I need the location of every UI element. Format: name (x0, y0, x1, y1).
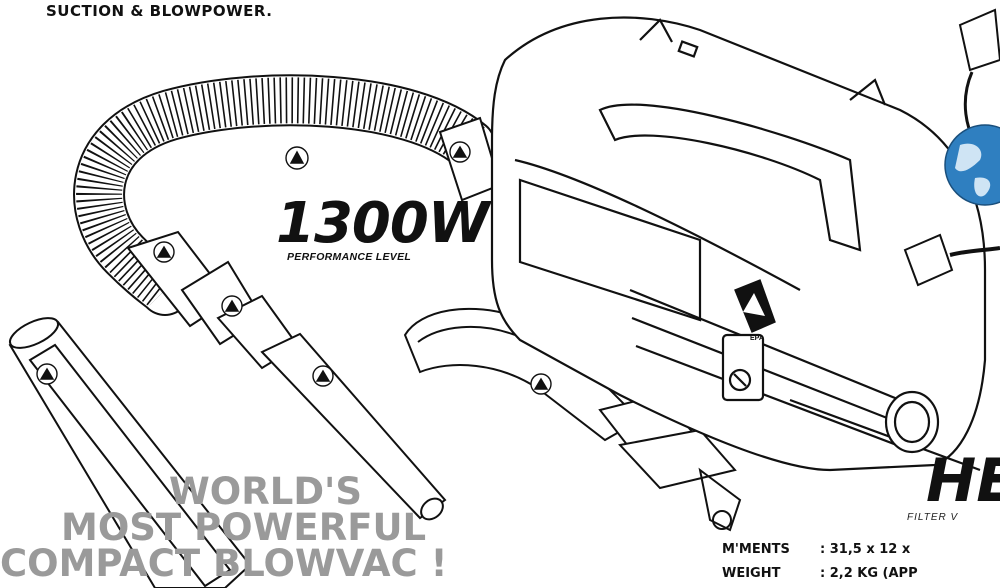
shoulder-strap (403, 307, 742, 532)
esd-warning-icons (36, 141, 776, 395)
esd-icon (153, 241, 175, 263)
power-cord (903, 8, 1000, 287)
brand-mark: HE (926, 446, 1000, 516)
slogan-line: MOST POWERFUL (61, 506, 427, 549)
hose-wand (126, 116, 502, 521)
flexible-hose (73, 74, 496, 316)
power-rating: 1300W (276, 191, 490, 256)
globe-icon (944, 124, 1000, 206)
spec-value: : 2,2 KG (APP (820, 566, 918, 581)
esd-icon (530, 373, 552, 395)
esd-icon (285, 146, 309, 170)
esd-epa-label: EPA (750, 335, 764, 342)
vacuum-body (490, 16, 987, 472)
esd-icon (36, 363, 58, 385)
headline: SUCTION & BLOWPOWER. (46, 2, 273, 20)
spec-weight: WEIGHT : 2,2 KG (APP (722, 566, 918, 581)
esd-epa-badge (734, 279, 776, 333)
esd-icon (312, 365, 334, 387)
power-rating-caption: PERFORMANCE LEVEL (287, 251, 412, 263)
crevice-nozzle (8, 317, 252, 588)
brand-caption: FILTER V (907, 512, 959, 523)
slogan-line: WORLD'S (169, 470, 363, 513)
spec-label: WEIGHT (722, 566, 781, 581)
spec-dimensions: M'MENTS : 31,5 x 12 x (722, 542, 910, 557)
spec-label: M'MENTS (722, 542, 790, 557)
slogan-line: COMPACT BLOWVAC ! (0, 542, 448, 585)
esd-icon (221, 295, 243, 317)
spec-value: : 31,5 x 12 x (820, 542, 911, 557)
esd-icon (449, 141, 471, 163)
